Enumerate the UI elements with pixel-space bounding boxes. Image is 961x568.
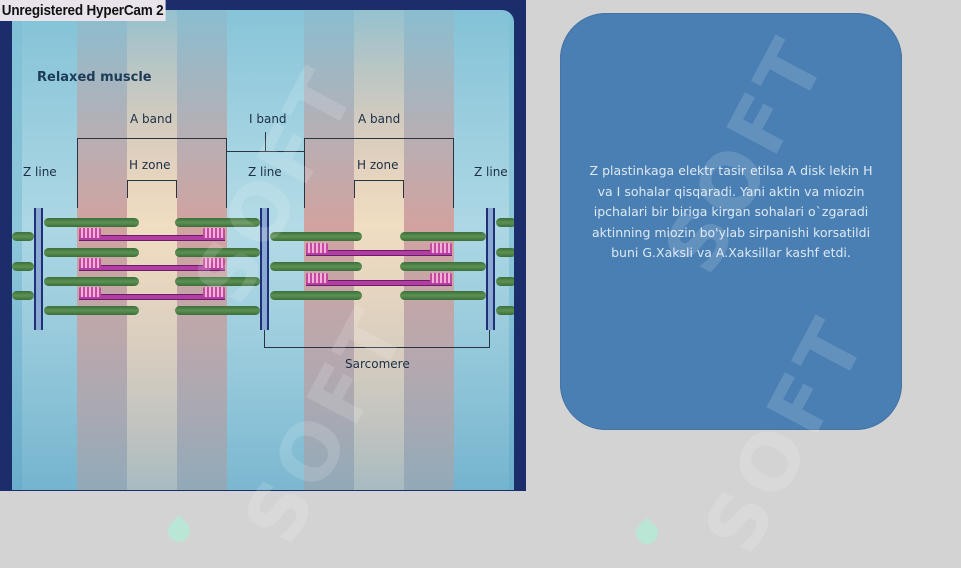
bracket-tick xyxy=(304,138,305,208)
a-band-label-right: A band xyxy=(358,112,401,126)
bracket-tick xyxy=(127,180,128,198)
myosin-heads xyxy=(203,228,225,238)
actin-filament xyxy=(270,232,362,241)
a-band-label-left: A band xyxy=(130,112,173,126)
actin-filament xyxy=(44,218,139,227)
bracket-tick xyxy=(453,138,454,208)
z-line-label-right: Z line xyxy=(474,165,508,179)
actin-filament xyxy=(12,232,34,241)
myosin-filament xyxy=(306,280,452,286)
watermark-drop-icon xyxy=(163,515,195,547)
myosin-heads xyxy=(430,243,452,253)
actin-filament xyxy=(175,218,260,227)
bracket-tick xyxy=(77,138,78,208)
actin-filament xyxy=(175,248,260,257)
h-zone-bracket-right xyxy=(354,180,404,181)
diagram-title: Relaxed muscle xyxy=(37,70,152,85)
explanation-textbox: Z plastinkaga elektr tasir etilsa A disk… xyxy=(560,13,902,430)
z-disc-right xyxy=(486,208,495,330)
h-zone-label-right: H zone xyxy=(357,158,399,172)
sarcomere-label: Sarcomere xyxy=(345,357,410,371)
actin-filament xyxy=(12,291,34,300)
actin-filament xyxy=(44,306,139,315)
i-band-bracket xyxy=(227,151,304,152)
myosin-filament xyxy=(79,294,225,300)
watermark-drop-icon xyxy=(631,517,663,549)
actin-filament xyxy=(496,248,514,257)
z-disc-middle xyxy=(260,208,269,330)
panel-left-border xyxy=(0,10,12,490)
z-disc-left xyxy=(34,208,43,330)
h-zone-label-left: H zone xyxy=(129,158,171,172)
z-line-label-middle: Z line xyxy=(248,165,282,179)
actin-filament xyxy=(12,262,34,271)
actin-filament xyxy=(270,262,362,271)
h-zone-bracket-left xyxy=(127,180,177,181)
myosin-filament xyxy=(79,235,225,241)
panel-right-border xyxy=(514,10,526,490)
myosin-heads xyxy=(430,273,452,283)
bracket-tick xyxy=(403,180,404,198)
actin-filament xyxy=(44,248,139,257)
z-line-label-left: Z line xyxy=(23,165,57,179)
actin-filament xyxy=(44,277,139,286)
explanation-text: Z plastinkaga elektr tasir etilsa A disk… xyxy=(589,163,873,260)
bracket-tick xyxy=(354,180,355,198)
myosin-heads xyxy=(203,258,225,268)
diagram-panel: Relaxed muscle A band I band A band H zo… xyxy=(0,0,526,491)
actin-filament xyxy=(496,277,514,286)
bracket-tick xyxy=(265,132,266,151)
myosin-heads xyxy=(306,273,328,283)
bracket-tick xyxy=(264,328,265,347)
myosin-heads xyxy=(306,243,328,253)
myosin-filament xyxy=(306,250,452,256)
a-band-bracket-left xyxy=(77,138,227,139)
bracket-tick xyxy=(489,328,490,347)
bracket-tick xyxy=(176,180,177,198)
myosin-heads xyxy=(79,287,101,297)
actin-filament xyxy=(400,262,486,271)
actin-filament xyxy=(400,291,486,300)
actin-filament xyxy=(175,306,260,315)
sarcomere-diagram: Relaxed muscle A band I band A band H zo… xyxy=(12,10,514,490)
myosin-heads xyxy=(79,228,101,238)
actin-filament xyxy=(496,306,514,315)
sarcomere-bracket xyxy=(264,347,490,348)
bracket-tick xyxy=(226,138,227,208)
i-band-label: I band xyxy=(249,112,287,126)
actin-filament xyxy=(175,277,260,286)
actin-filament xyxy=(270,291,362,300)
myosin-filament xyxy=(79,265,225,271)
recorder-watermark-label: Unregistered HyperCam 2 xyxy=(0,0,166,21)
a-band-bracket-right xyxy=(304,138,454,139)
actin-filament xyxy=(400,232,486,241)
myosin-heads xyxy=(79,258,101,268)
actin-filament xyxy=(496,218,514,227)
myosin-heads xyxy=(203,287,225,297)
